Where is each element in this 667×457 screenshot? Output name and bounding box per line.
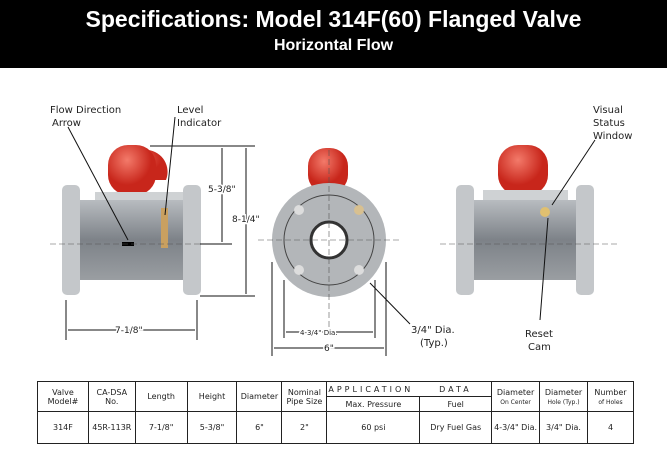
header-data: DATA <box>419 381 493 397</box>
dim-overall-height: 8-1/4" <box>232 215 260 225</box>
valve-end-view <box>272 148 386 330</box>
valve-side-view-left <box>62 145 201 295</box>
header-length: Length <box>134 381 188 412</box>
cell-height: 5-3/8" <box>186 411 238 444</box>
header-height: Height <box>186 381 238 412</box>
dim-bolt-circle: 4-3/4" Dia. <box>300 329 338 337</box>
cell-fuel: Dry Fuel Gas <box>419 411 493 444</box>
page-subtitle: Horizontal Flow <box>273 37 394 54</box>
cell-oncenter: 4-3/4" Dia. <box>491 411 541 444</box>
dim-height: 5-3/8" <box>208 185 236 195</box>
cell-length: 7-1/8" <box>134 411 188 444</box>
header-fuel: Fuel <box>419 396 493 412</box>
table-row: 314F 45R-113R 7-1/8" 5-3/8" 6" 2" 60 psi… <box>37 411 634 444</box>
cell-ca: 45R-113R <box>87 411 136 444</box>
callout-flow-direction-arrow: Flow Direction <box>50 105 121 116</box>
valve-side-view-right <box>456 145 594 295</box>
cell-diameter: 6" <box>236 411 283 444</box>
callout-hole-diameter: 3/4" Dia. <box>411 325 455 336</box>
header-diameter: Diameter <box>236 381 283 412</box>
callout-visual-line2: Status <box>593 118 625 129</box>
dim-length: 7-1/8" <box>115 326 143 336</box>
title-banner: Specifications: Model 314F(60) Flanged V… <box>0 0 667 68</box>
callout-hole-line2: (Typ.) <box>420 338 448 349</box>
page-title: Specifications: Model 314F(60) Flanged V… <box>85 6 582 32</box>
cell-holes: 4 <box>587 411 634 444</box>
callout-level-indicator: Level <box>177 105 203 116</box>
callout-level-indicator-line2: Indicator <box>177 118 222 129</box>
header-max-pressure: Max. Pressure <box>326 396 421 412</box>
cell-model: 314F <box>37 411 89 444</box>
dim-diameter: 6" <box>324 344 334 354</box>
header-application: APPLICATION <box>326 381 420 397</box>
callout-flow-direction-arrow-line2: Arrow <box>52 118 81 129</box>
cell-pipe: 2" <box>281 411 328 444</box>
callout-visual-status-window: Visual <box>593 105 623 116</box>
callout-reset-cam: Reset <box>525 329 553 340</box>
callout-visual-line3: Window <box>593 131 632 142</box>
cell-pressure: 60 psi <box>326 411 421 444</box>
cell-hole: 3/4" Dia. <box>539 411 588 444</box>
callout-reset-line2: Cam <box>528 342 551 353</box>
valve-diagram: Flow Direction Arrow Level Indicator Vis… <box>50 105 632 356</box>
